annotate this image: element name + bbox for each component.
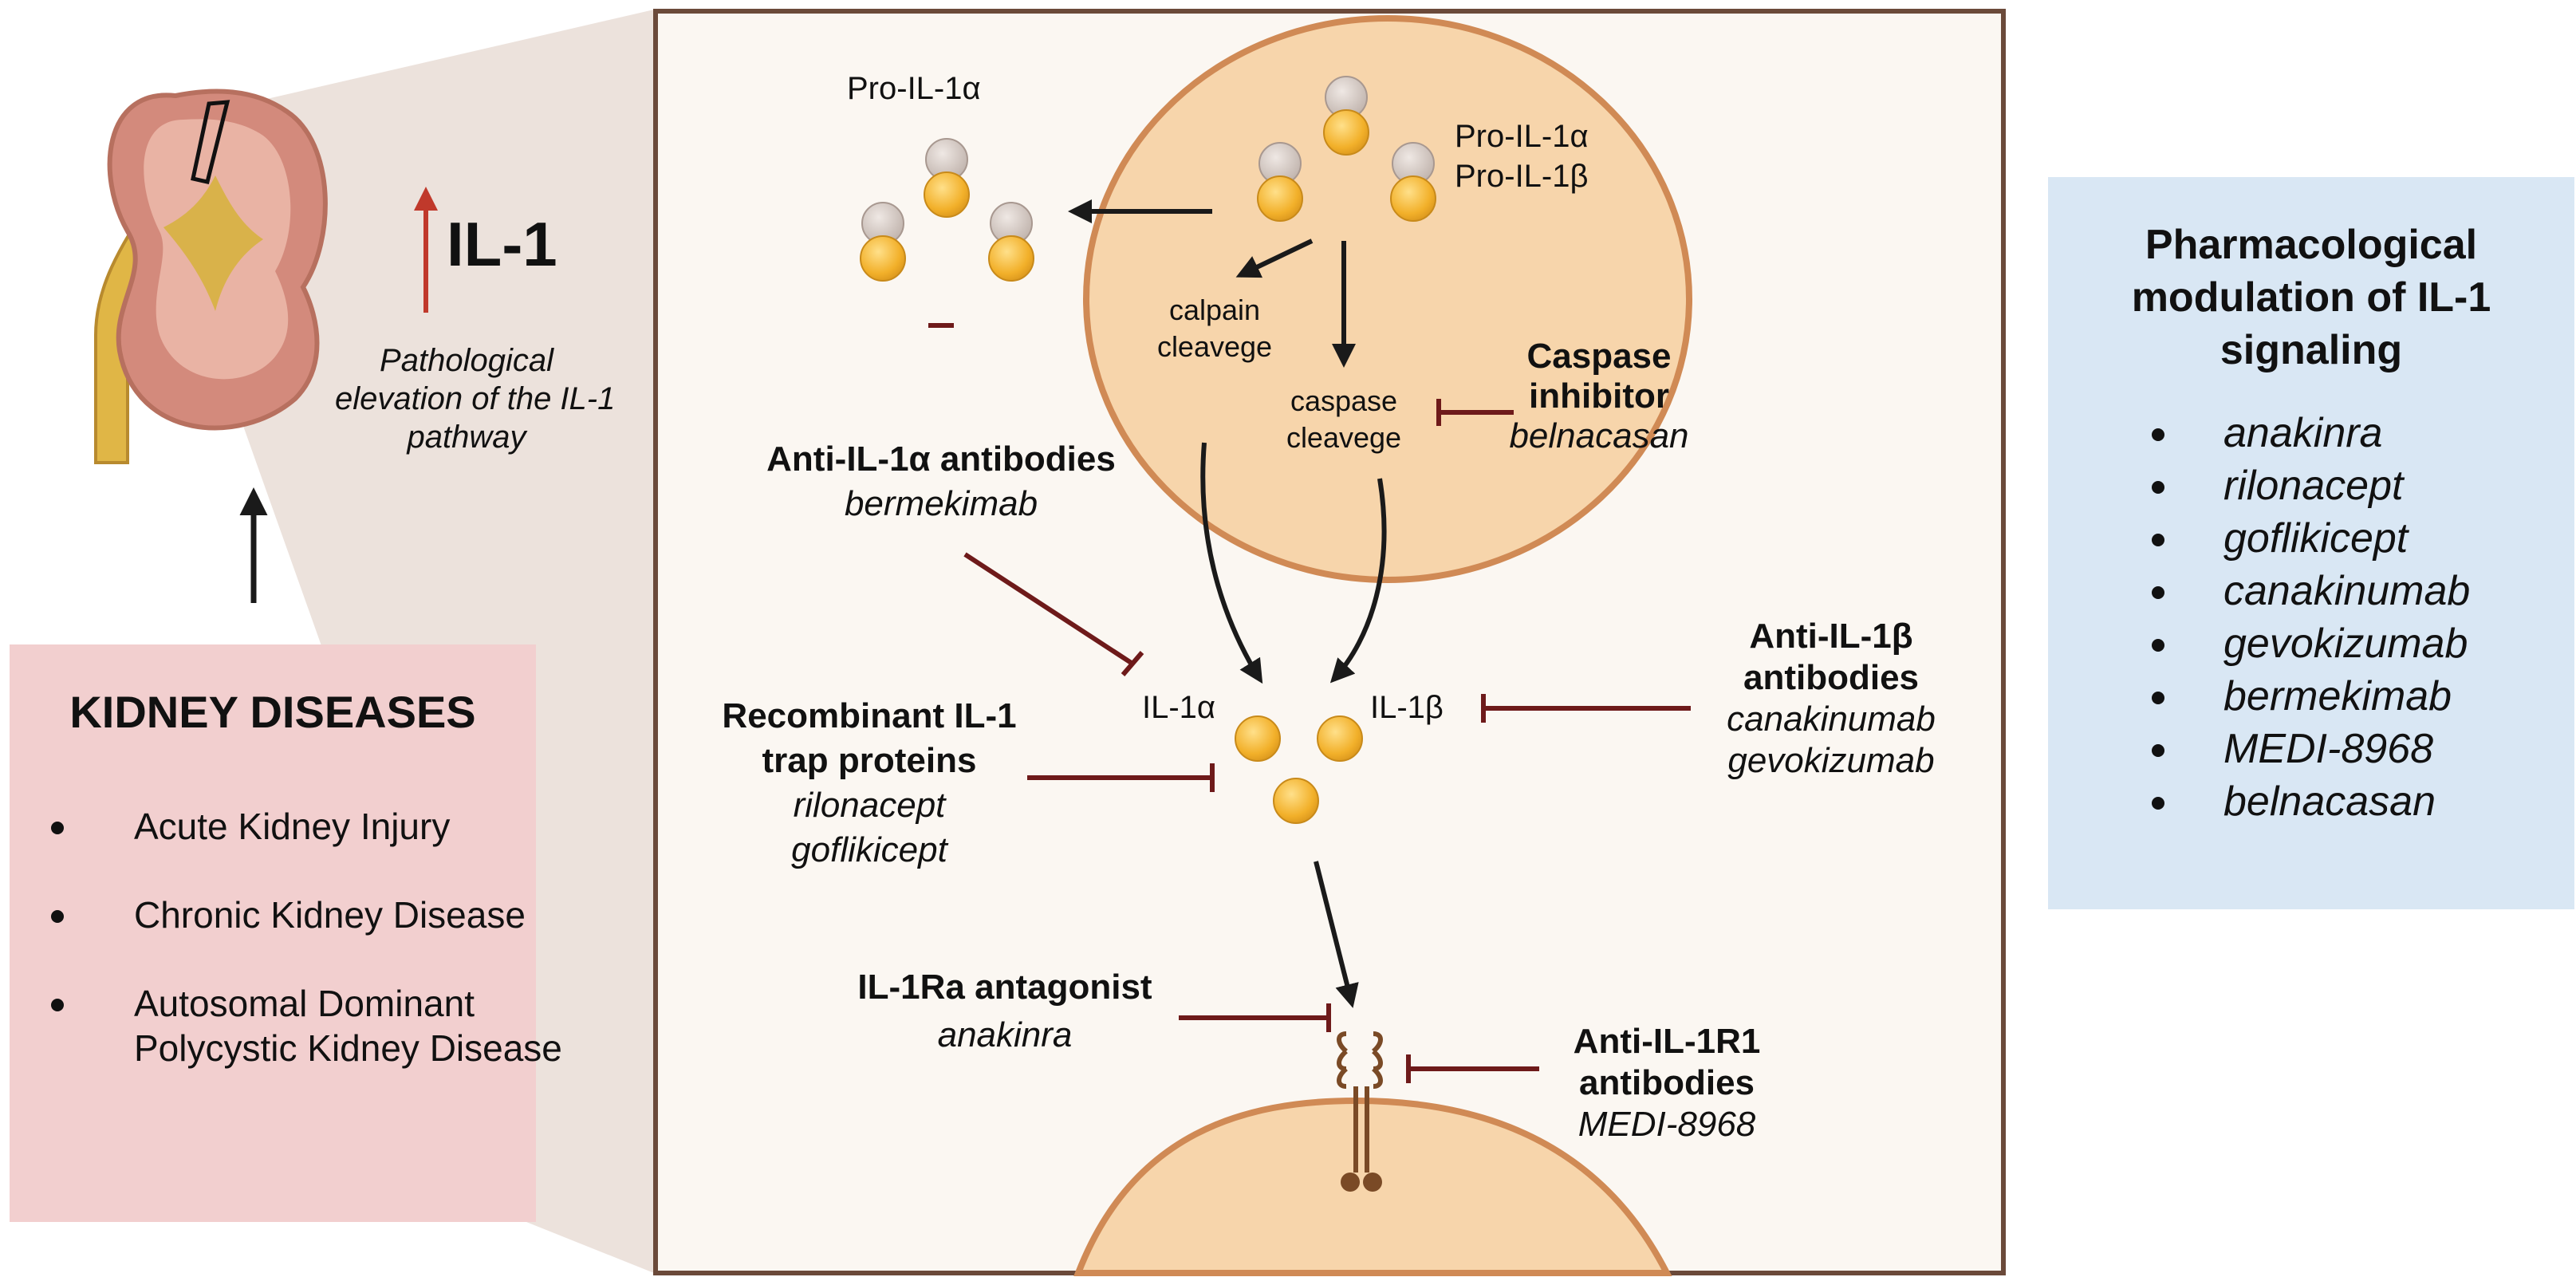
cell-cytoplasm: [1083, 15, 1692, 583]
inhibition-lines: [928, 323, 1691, 1083]
calpain-cleavage-label: calpain cleavege: [1139, 292, 1290, 365]
drug-name: canakinumab: [1727, 700, 1936, 739]
receptor-feet: [1341, 1173, 1382, 1192]
list-item: anakinra: [2144, 407, 2470, 459]
pharmacological-title: Pharmacological modulation of IL-1 signa…: [2048, 219, 2574, 376]
pathology-caption-line: elevation of the IL-1: [335, 381, 616, 416]
drug-name: goflikicept: [791, 830, 947, 869]
list-item: Chronic Kidney Disease: [51, 893, 581, 937]
pro-il1a-released: [860, 138, 1034, 282]
inhibitor-name: Anti-IL-1α antibodies: [766, 439, 1116, 479]
zoom-wedge: [239, 10, 654, 1273]
inhibitor-name: Anti-IL-1R1: [1573, 1022, 1761, 1061]
anti-il1b-label: Anti-IL-1β antibodies canakinumab gevoki…: [1696, 616, 1967, 782]
pathway-arrows: [1068, 199, 1387, 1008]
drug-name: MEDI-8968: [1578, 1105, 1756, 1144]
list-item: bermekimab: [2144, 670, 2470, 723]
pathology-caption-line: pathway: [407, 420, 526, 455]
drug-name: belnacasan: [1509, 416, 1689, 455]
list-item: rilonacept: [2144, 459, 2470, 512]
kidney-illustration: [94, 89, 328, 464]
pharmacological-drug-list: anakinra rilonacept goflikicept canakinu…: [2144, 407, 2470, 828]
trap-proteins-label: Recombinant IL-1 trap proteins rilonacep…: [702, 694, 1037, 873]
il1a-label: IL-1α: [1142, 690, 1216, 725]
caspase-cleavage-label: caspase cleavege: [1268, 383, 1420, 456]
caspase-inhibitor-label: Caspase inhibitor belnacasan: [1499, 337, 1699, 456]
mature-il1-ligands: [1235, 715, 1363, 824]
inhibitor-name: Anti-IL-1β: [1749, 617, 1913, 656]
inhibitor-name: Recombinant IL-1: [722, 696, 1017, 735]
inhibitor-name: antibodies: [1578, 1063, 1755, 1102]
inhibitor-name: IL-1Ra antagonist: [857, 968, 1152, 1007]
kidney-diseases-box: KIDNEY DISEASES Acute Kidney Injury Chro…: [10, 644, 562, 1222]
drug-name: rilonacept: [793, 786, 946, 825]
inhibitor-name: trap proteins: [762, 741, 977, 780]
inhibitor-name: antibodies: [1743, 658, 1920, 697]
pharmacological-title-line: signaling: [2220, 327, 2403, 373]
caspase-line: cleavege: [1286, 421, 1402, 454]
pro-il1-inside-cell: [1257, 76, 1436, 222]
list-item: canakinumab: [2144, 565, 2470, 617]
il1b-label: IL-1β: [1370, 690, 1444, 725]
pathology-caption: Pathological elevation of the IL-1 pathw…: [335, 341, 616, 456]
pro-il1a-inside-label: Pro-IL-1α: [1455, 119, 1589, 154]
calpain-line: calpain: [1168, 294, 1261, 326]
list-item: belnacasan: [2144, 775, 2470, 828]
caspase-line: caspase: [1290, 384, 1398, 417]
drug-name: anakinra: [937, 1015, 1073, 1054]
anti-il1a-label: Anti-IL-1α antibodies bermekimab: [742, 437, 1140, 526]
pharmacological-title-line: modulation of IL-1: [2131, 274, 2491, 321]
list-item: Acute Kidney Injury: [51, 804, 581, 849]
anti-il1r1-label: Anti-IL-1R1 antibodies MEDI-8968: [1547, 1021, 1786, 1145]
kidney-diseases-title: KIDNEY DISEASES: [69, 687, 476, 737]
drug-name: gevokizumab: [1727, 741, 1935, 780]
drug-name: bermekimab: [844, 484, 1038, 523]
il1-receptor: [1337, 1031, 1383, 1173]
pro-il1a-outside-label: Pro-IL-1α: [847, 71, 981, 106]
calpain-line: cleavege: [1156, 330, 1273, 363]
list-item: Autosomal Dominant Polycystic Kidney Dis…: [51, 981, 581, 1070]
pharmacological-modulation-box: Pharmacological modulation of IL-1 signa…: [2048, 177, 2574, 909]
pathology-caption-line: Pathological: [380, 343, 553, 378]
il1ra-antagonist-label: IL-1Ra antagonist anakinra: [821, 964, 1188, 1059]
list-item: gevokizumab: [2144, 617, 2470, 670]
inhibitor-name: Caspase: [1526, 337, 1672, 376]
il1-elevated-label: IL-1: [447, 209, 557, 279]
inhibitor-name: inhibitor: [1529, 376, 1669, 416]
pro-il1b-inside-label: Pro-IL-1β: [1455, 159, 1589, 194]
list-item: MEDI-8968: [2144, 723, 2470, 775]
list-item: goflikicept: [2144, 512, 2470, 565]
pharmacological-title-line: Pharmacological: [2145, 222, 2478, 268]
kidney-diseases-list: Acute Kidney Injury Chronic Kidney Disea…: [51, 804, 581, 1114]
